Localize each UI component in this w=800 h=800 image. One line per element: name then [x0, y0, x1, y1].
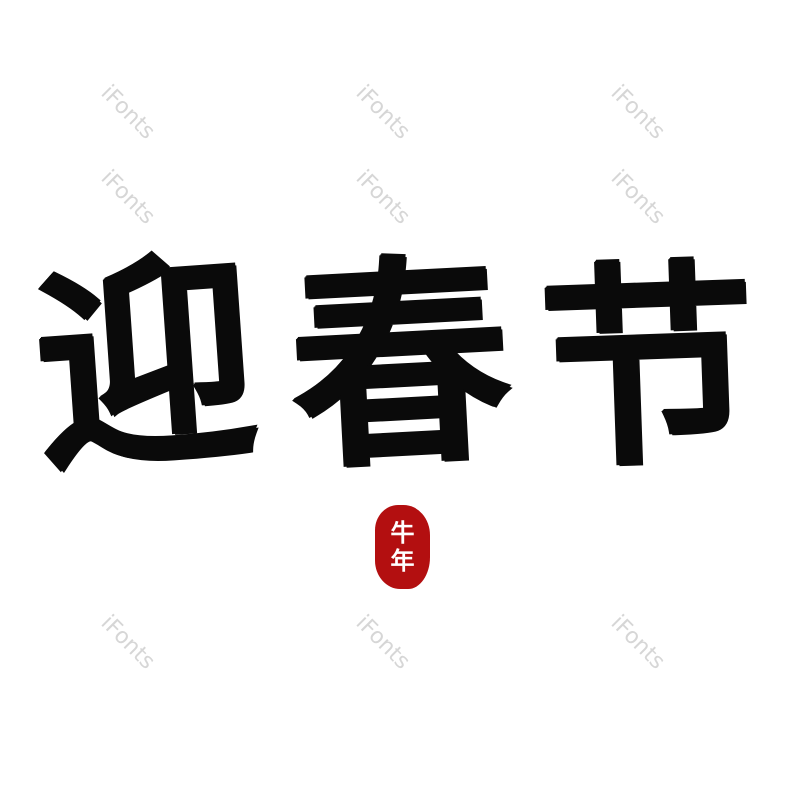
calligraphy-char-jie: 节 [535, 237, 760, 498]
watermark: iFonts [350, 610, 415, 675]
watermark: iFonts [95, 610, 160, 675]
watermark: iFonts [95, 165, 160, 230]
calligraphy-char-chun: 春 [283, 229, 517, 500]
calligraphy-char-ying: 迎 [26, 227, 264, 502]
watermark: iFonts [605, 165, 670, 230]
watermark: iFonts [605, 610, 670, 675]
watermark: iFonts [350, 80, 415, 145]
seal-char: 年 [390, 547, 415, 575]
watermark: iFonts [95, 80, 160, 145]
red-seal-stamp: 牛 年 [375, 505, 430, 589]
watermark: iFonts [350, 165, 415, 230]
watermark: iFonts [605, 80, 670, 145]
seal-char: 牛 [390, 519, 415, 547]
